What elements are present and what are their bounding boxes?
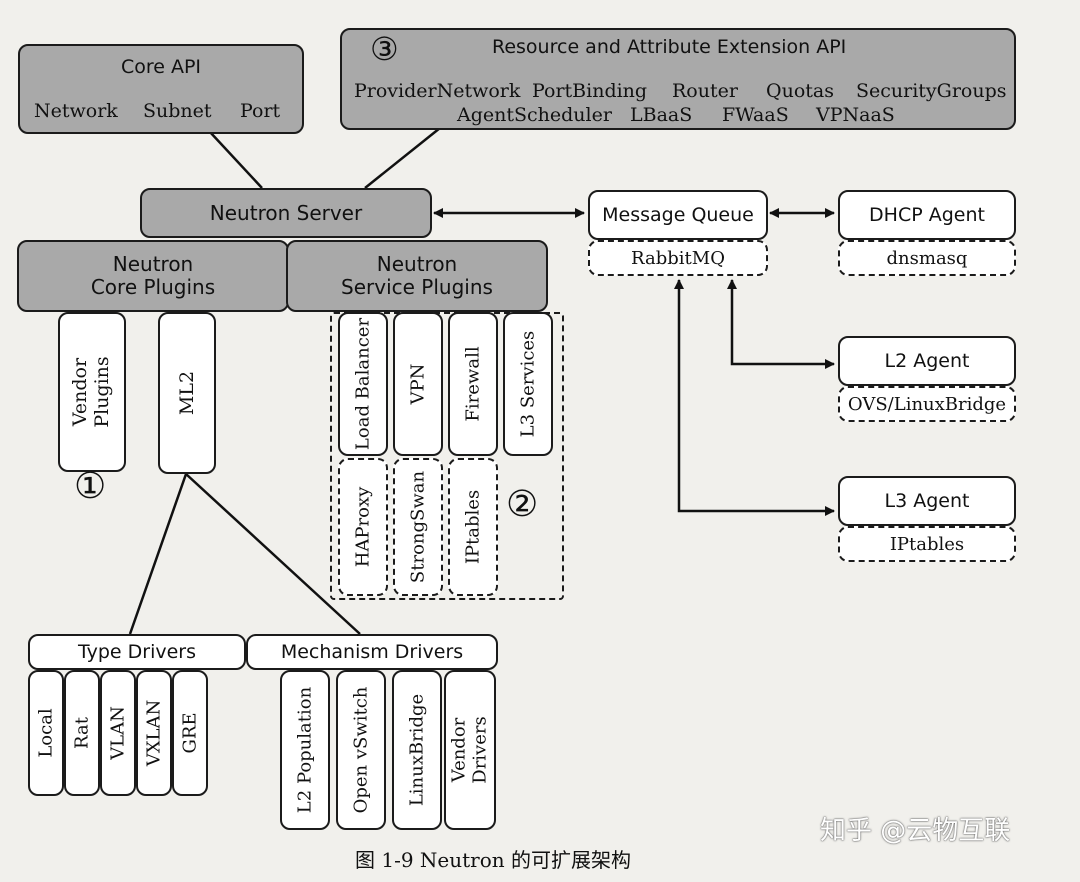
type-drivers-box: Type Drivers [28, 634, 246, 670]
ext-vpnaas: VPNaaS [816, 104, 895, 126]
l3-agent-box: L3 Agent [838, 476, 1016, 526]
ml2-type-line [128, 473, 188, 635]
service-plugins-box: Neutron Service Plugins [286, 240, 548, 312]
marker-1: ① [74, 466, 107, 507]
extension-api-title: Resource and Attribute Extension API [492, 36, 847, 58]
ext-fwaas: FWaaS [722, 104, 789, 126]
type-driver-local: Local [28, 670, 64, 796]
mech-driver-vendor: Vendor Drivers [444, 670, 496, 830]
dhcp-agent-title: DHCP Agent [869, 204, 985, 226]
mechanism-drivers-title: Mechanism Drivers [280, 641, 464, 663]
core-api-item-network: Network [34, 100, 118, 122]
l3-iptables-box: IPtables [838, 526, 1016, 562]
core-plugins-label: Neutron Core Plugins [90, 252, 216, 299]
dhcp-agent-box: DHCP Agent [838, 190, 1016, 240]
ext-router: Router [672, 80, 738, 102]
service-firewall: Firewall [448, 312, 498, 456]
ml2-mech-line [185, 473, 361, 635]
message-queue-title: Message Queue [602, 204, 754, 226]
core-api-item-subnet: Subnet [143, 100, 212, 122]
type-driver-vxlan: VXLAN [136, 670, 172, 796]
ext-providernetwork: ProviderNetwork [354, 80, 521, 102]
core-api-item-port: Port [240, 100, 281, 122]
ext-lbaas: LBaaS [630, 104, 693, 126]
rabbitmq-label: RabbitMQ [631, 247, 725, 269]
mech-driver-linuxbridge: LinuxBridge [392, 670, 442, 830]
service-plugins-group [330, 312, 564, 600]
ext-agentscheduler: AgentScheduler [457, 104, 612, 126]
rabbitmq-box: RabbitMQ [588, 240, 768, 276]
l2-agent-box: L2 Agent [838, 336, 1016, 386]
service-plugins-label: Neutron Service Plugins [341, 252, 493, 299]
ovs-linuxbridge-label: OVS/LinuxBridge [847, 393, 1007, 415]
l2-agent-title: L2 Agent [884, 350, 970, 372]
impl-iptables: IPtables [448, 458, 498, 596]
l3-agent-title: L3 Agent [884, 490, 970, 512]
vendor-plugins-label: Vendor Plugins [69, 356, 113, 428]
extension-api-line [364, 127, 441, 189]
ovs-linuxbridge-box: OVS/LinuxBridge [838, 386, 1016, 422]
type-drivers-title: Type Drivers [77, 641, 197, 663]
figure-caption: 图 1-9 Neutron 的可扩展架构 [355, 848, 632, 872]
ml2-box: ML2 [158, 312, 216, 474]
mech-driver-l2-population: L2 Population [280, 670, 330, 830]
core-api-box: Core API Network Subnet Port [18, 44, 304, 134]
marker-2: ② [506, 484, 539, 525]
mech-driver-open-vswitch: Open vSwitch [336, 670, 386, 830]
neutron-server-label: Neutron Server [209, 201, 363, 225]
dnsmasq-box: dnsmasq [838, 240, 1016, 276]
service-load-balancer: Load Balancer [338, 312, 388, 456]
ext-portbinding: PortBinding [532, 80, 648, 102]
dnsmasq-label: dnsmasq [886, 247, 968, 269]
vendor-plugins-box: Vendor Plugins [58, 312, 126, 472]
extension-api-box: ③ Resource and Attribute Extension API P… [340, 28, 1016, 130]
ext-quotas: Quotas [766, 80, 834, 102]
core-api-title: Core API [120, 56, 202, 78]
type-driver-vlan: VLAN [100, 670, 136, 796]
mq-l2-arrow [727, 279, 835, 369]
mechanism-drivers-box: Mechanism Drivers [246, 634, 498, 670]
extension-api-marker: ③ [370, 30, 399, 68]
neutron-server-box: Neutron Server [140, 188, 432, 238]
watermark: 知乎 @云物互联 [820, 816, 1011, 846]
core-plugins-box: Neutron Core Plugins [17, 240, 289, 312]
service-vpn: VPN [393, 312, 443, 456]
impl-haproxy: HAProxy [338, 458, 388, 596]
message-queue-box: Message Queue [588, 190, 768, 240]
type-driver-gre: GRE [172, 670, 208, 796]
ml2-label: ML2 [176, 370, 198, 416]
l3-iptables-label: IPtables [889, 533, 965, 555]
ext-securitygroups: SecurityGroups [856, 80, 1007, 102]
core-api-line [209, 131, 263, 189]
impl-strongswan: StrongSwan [393, 458, 443, 596]
mq-l3-arrow [674, 279, 835, 516]
service-l3-services: L3 Services [503, 312, 553, 456]
type-driver-rat: Rat [64, 670, 100, 796]
